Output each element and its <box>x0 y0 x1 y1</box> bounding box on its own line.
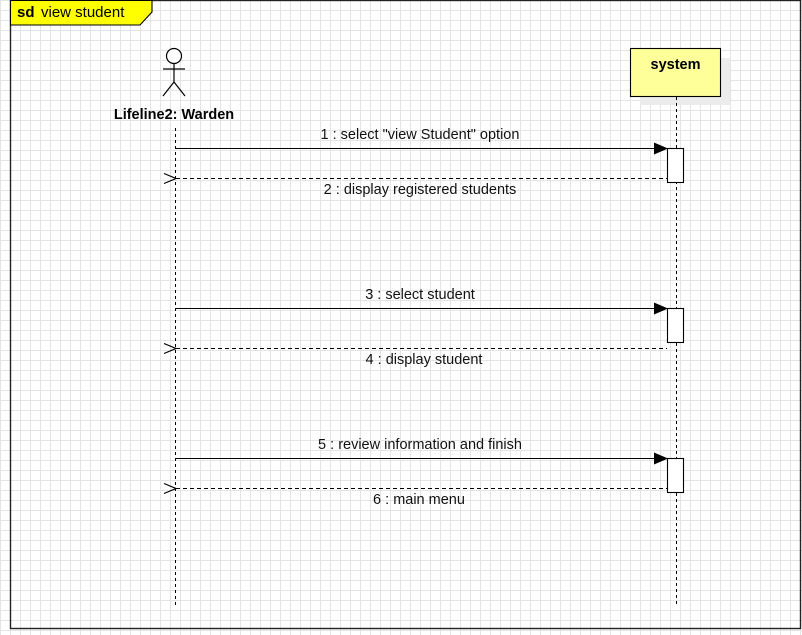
message-3-label: 3 : select student <box>365 287 475 303</box>
message-4-label: 4 : display student <box>366 352 483 368</box>
message-2: 2 : display registered students <box>176 179 667 198</box>
message-2-label: 2 : display registered students <box>324 182 517 198</box>
message-6: 6 : main menu <box>176 489 667 508</box>
actor-stick-figure-icon <box>162 47 186 97</box>
diagram-frame <box>9 0 802 630</box>
message-1-label: 1 : select "view Student" option <box>321 127 520 143</box>
actor-warden-label: Lifeline2: Warden <box>114 107 234 123</box>
frame-title-tab: sd view student <box>9 0 153 26</box>
message-5-label: 5 : review information and finish <box>318 437 522 453</box>
message-3: 3 : select student <box>175 287 668 315</box>
message-6-label: 6 : main menu <box>373 492 465 508</box>
lifeline-warden: Lifeline2: Warden <box>114 47 234 605</box>
frame-tab-shape <box>9 0 153 26</box>
message-5: 5 : review information and finish <box>175 437 668 465</box>
frame-title: view student <box>41 4 125 21</box>
frame-keyword: sd <box>17 4 35 21</box>
system-box-label: system <box>651 57 701 73</box>
system-box <box>629 47 722 98</box>
lifeline-system: system <box>629 47 730 605</box>
activation-bar-2 <box>666 307 685 344</box>
message-1: 1 : select "view Student" option <box>175 127 668 155</box>
message-4: 4 : display student <box>176 349 667 368</box>
activation-bar-1 <box>666 147 685 184</box>
activation-bar-3 <box>666 457 685 494</box>
